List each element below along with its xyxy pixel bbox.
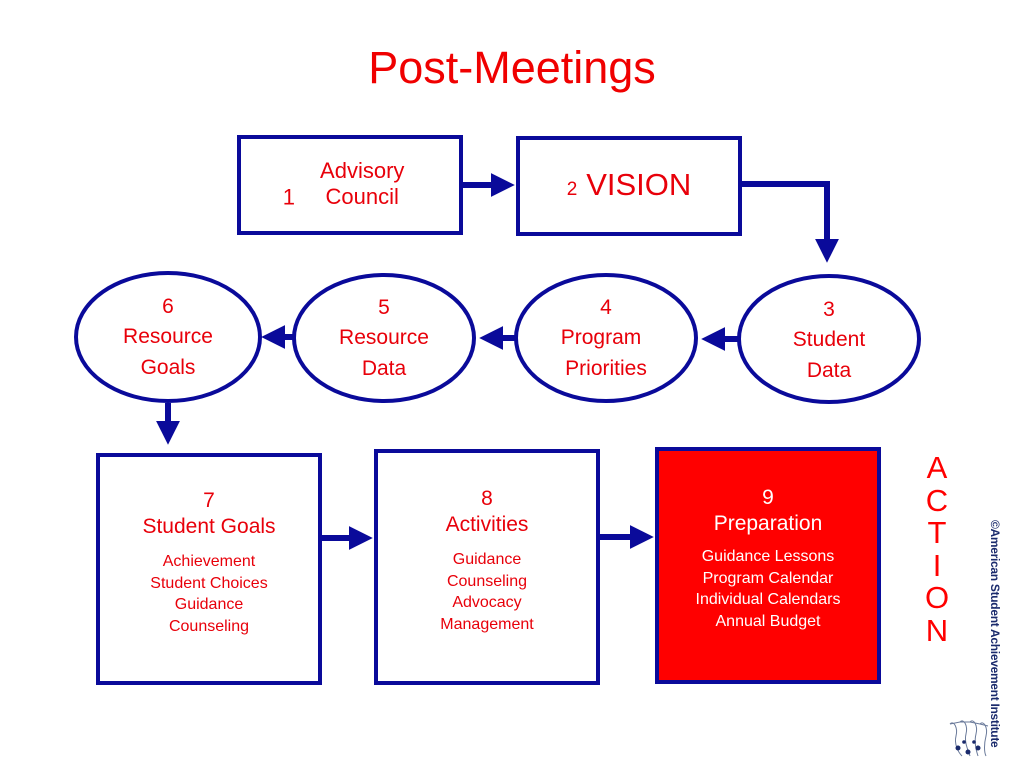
node-1-number: 1 (282, 184, 295, 210)
node-box-2 (516, 136, 742, 236)
people-group-logo-icon (949, 720, 989, 757)
node-8-item: Counseling (446, 572, 528, 590)
node-8-item: Management (440, 616, 534, 633)
node-4-text: 4 Program Priorities (516, 293, 696, 384)
node-8-item: Advocacy (452, 594, 522, 612)
node-8-items: Guidance Counseling Advocacy Management (376, 549, 598, 635)
node-box-1 (237, 135, 463, 235)
node-9-item: Guidance Lessons (701, 548, 835, 566)
node-9-number: 9 (762, 486, 774, 509)
node-ellipse-3 (737, 274, 921, 404)
node-7-items: Achievement Student Choices Guidance Cou… (98, 551, 320, 637)
node-7-item: Student Choices (150, 574, 268, 592)
action-letter: T (927, 515, 947, 551)
node-7-item: Guidance (174, 596, 244, 614)
node-9-items: Guidance Lessons Program Calendar Indivi… (657, 546, 879, 632)
action-letter: A (926, 450, 948, 485)
arrow-2-to-3 (742, 181, 839, 263)
node-7-label: Student Goals (142, 514, 276, 538)
node-3-text: 3 Student Data (739, 295, 919, 386)
node-7-item: Counseling (168, 618, 250, 635)
action-letter: N (925, 612, 949, 648)
node-4-label-line-1: Program (560, 326, 642, 350)
node-6-number: 6 (162, 295, 174, 318)
node-8-label: Activities (445, 512, 529, 536)
node-2-number: 2 (566, 179, 578, 200)
node-9-item: Program Calendar (702, 569, 834, 587)
node-5-label-line-1: Resource (339, 326, 429, 350)
node-ellipse-6 (74, 271, 262, 403)
node-1-label: Advisory Council (320, 158, 405, 210)
copyright-text: ©American Student Achievement Institute (988, 520, 1002, 748)
node-8-text: 8 Activities Guidance Counseling Advocac… (376, 486, 598, 636)
node-5-label-line-2: Data (361, 356, 407, 380)
node-7-text: 7 Student Goals Achievement Student Choi… (98, 488, 320, 638)
action-letter: I (932, 547, 942, 583)
node-7-number: 7 (203, 489, 215, 512)
node-9-label: Preparation (713, 511, 823, 535)
node-2-label: VISION (586, 167, 692, 202)
node-box-9 (655, 447, 881, 684)
node-3-label-line-1: Student (792, 328, 866, 352)
node-5-text: 5 Resource Data (294, 293, 474, 384)
node-4-number: 4 (600, 296, 612, 319)
node-7-item: Achievement (162, 553, 256, 571)
node-6-text: 6 Resource Goals (76, 292, 260, 383)
node-9-item: Individual Calendars (695, 591, 841, 609)
node-8-number: 8 (481, 487, 493, 510)
action-vertical-label: A C T I O N (912, 450, 962, 648)
node-5-number: 5 (378, 296, 390, 319)
node-9-item: Annual Budget (715, 613, 821, 630)
node-8-item: Guidance (452, 551, 522, 569)
node-6-label-line-1: Resource (123, 325, 213, 349)
node-6-label-line-2: Goals (140, 355, 196, 379)
node-3-label-line-2: Data (806, 358, 852, 382)
node-box-8 (374, 449, 600, 685)
page-title: Post-Meetings (368, 42, 656, 93)
node-2-text: 2 VISION (518, 167, 740, 202)
node-box-7 (96, 453, 322, 685)
action-letter: C (925, 482, 949, 518)
node-3-number: 3 (823, 298, 835, 321)
node-1-text: 1 Advisory Council (239, 158, 461, 211)
node-ellipse-5 (292, 273, 476, 403)
node-4-label-line-2: Priorities (565, 356, 647, 380)
node-ellipse-4 (514, 273, 698, 403)
node-9-text: 9 Preparation Guidance Lessons Program C… (657, 485, 879, 633)
action-letter: O (924, 580, 950, 616)
